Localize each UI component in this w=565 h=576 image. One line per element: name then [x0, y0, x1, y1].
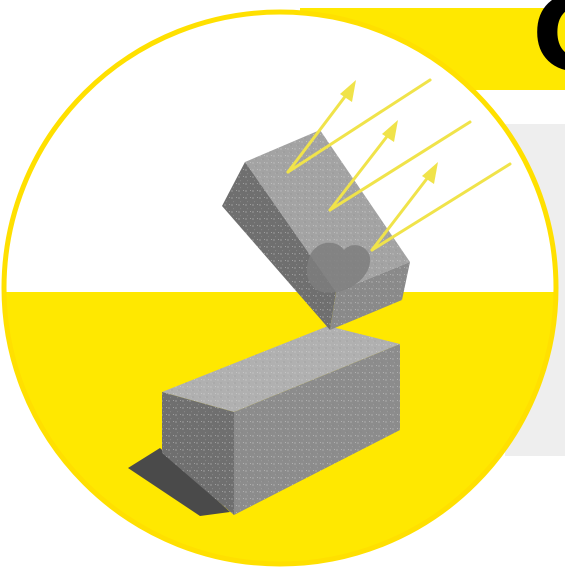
page-stage: C: [0, 0, 565, 576]
concrete-block-illustration: [0, 0, 565, 576]
